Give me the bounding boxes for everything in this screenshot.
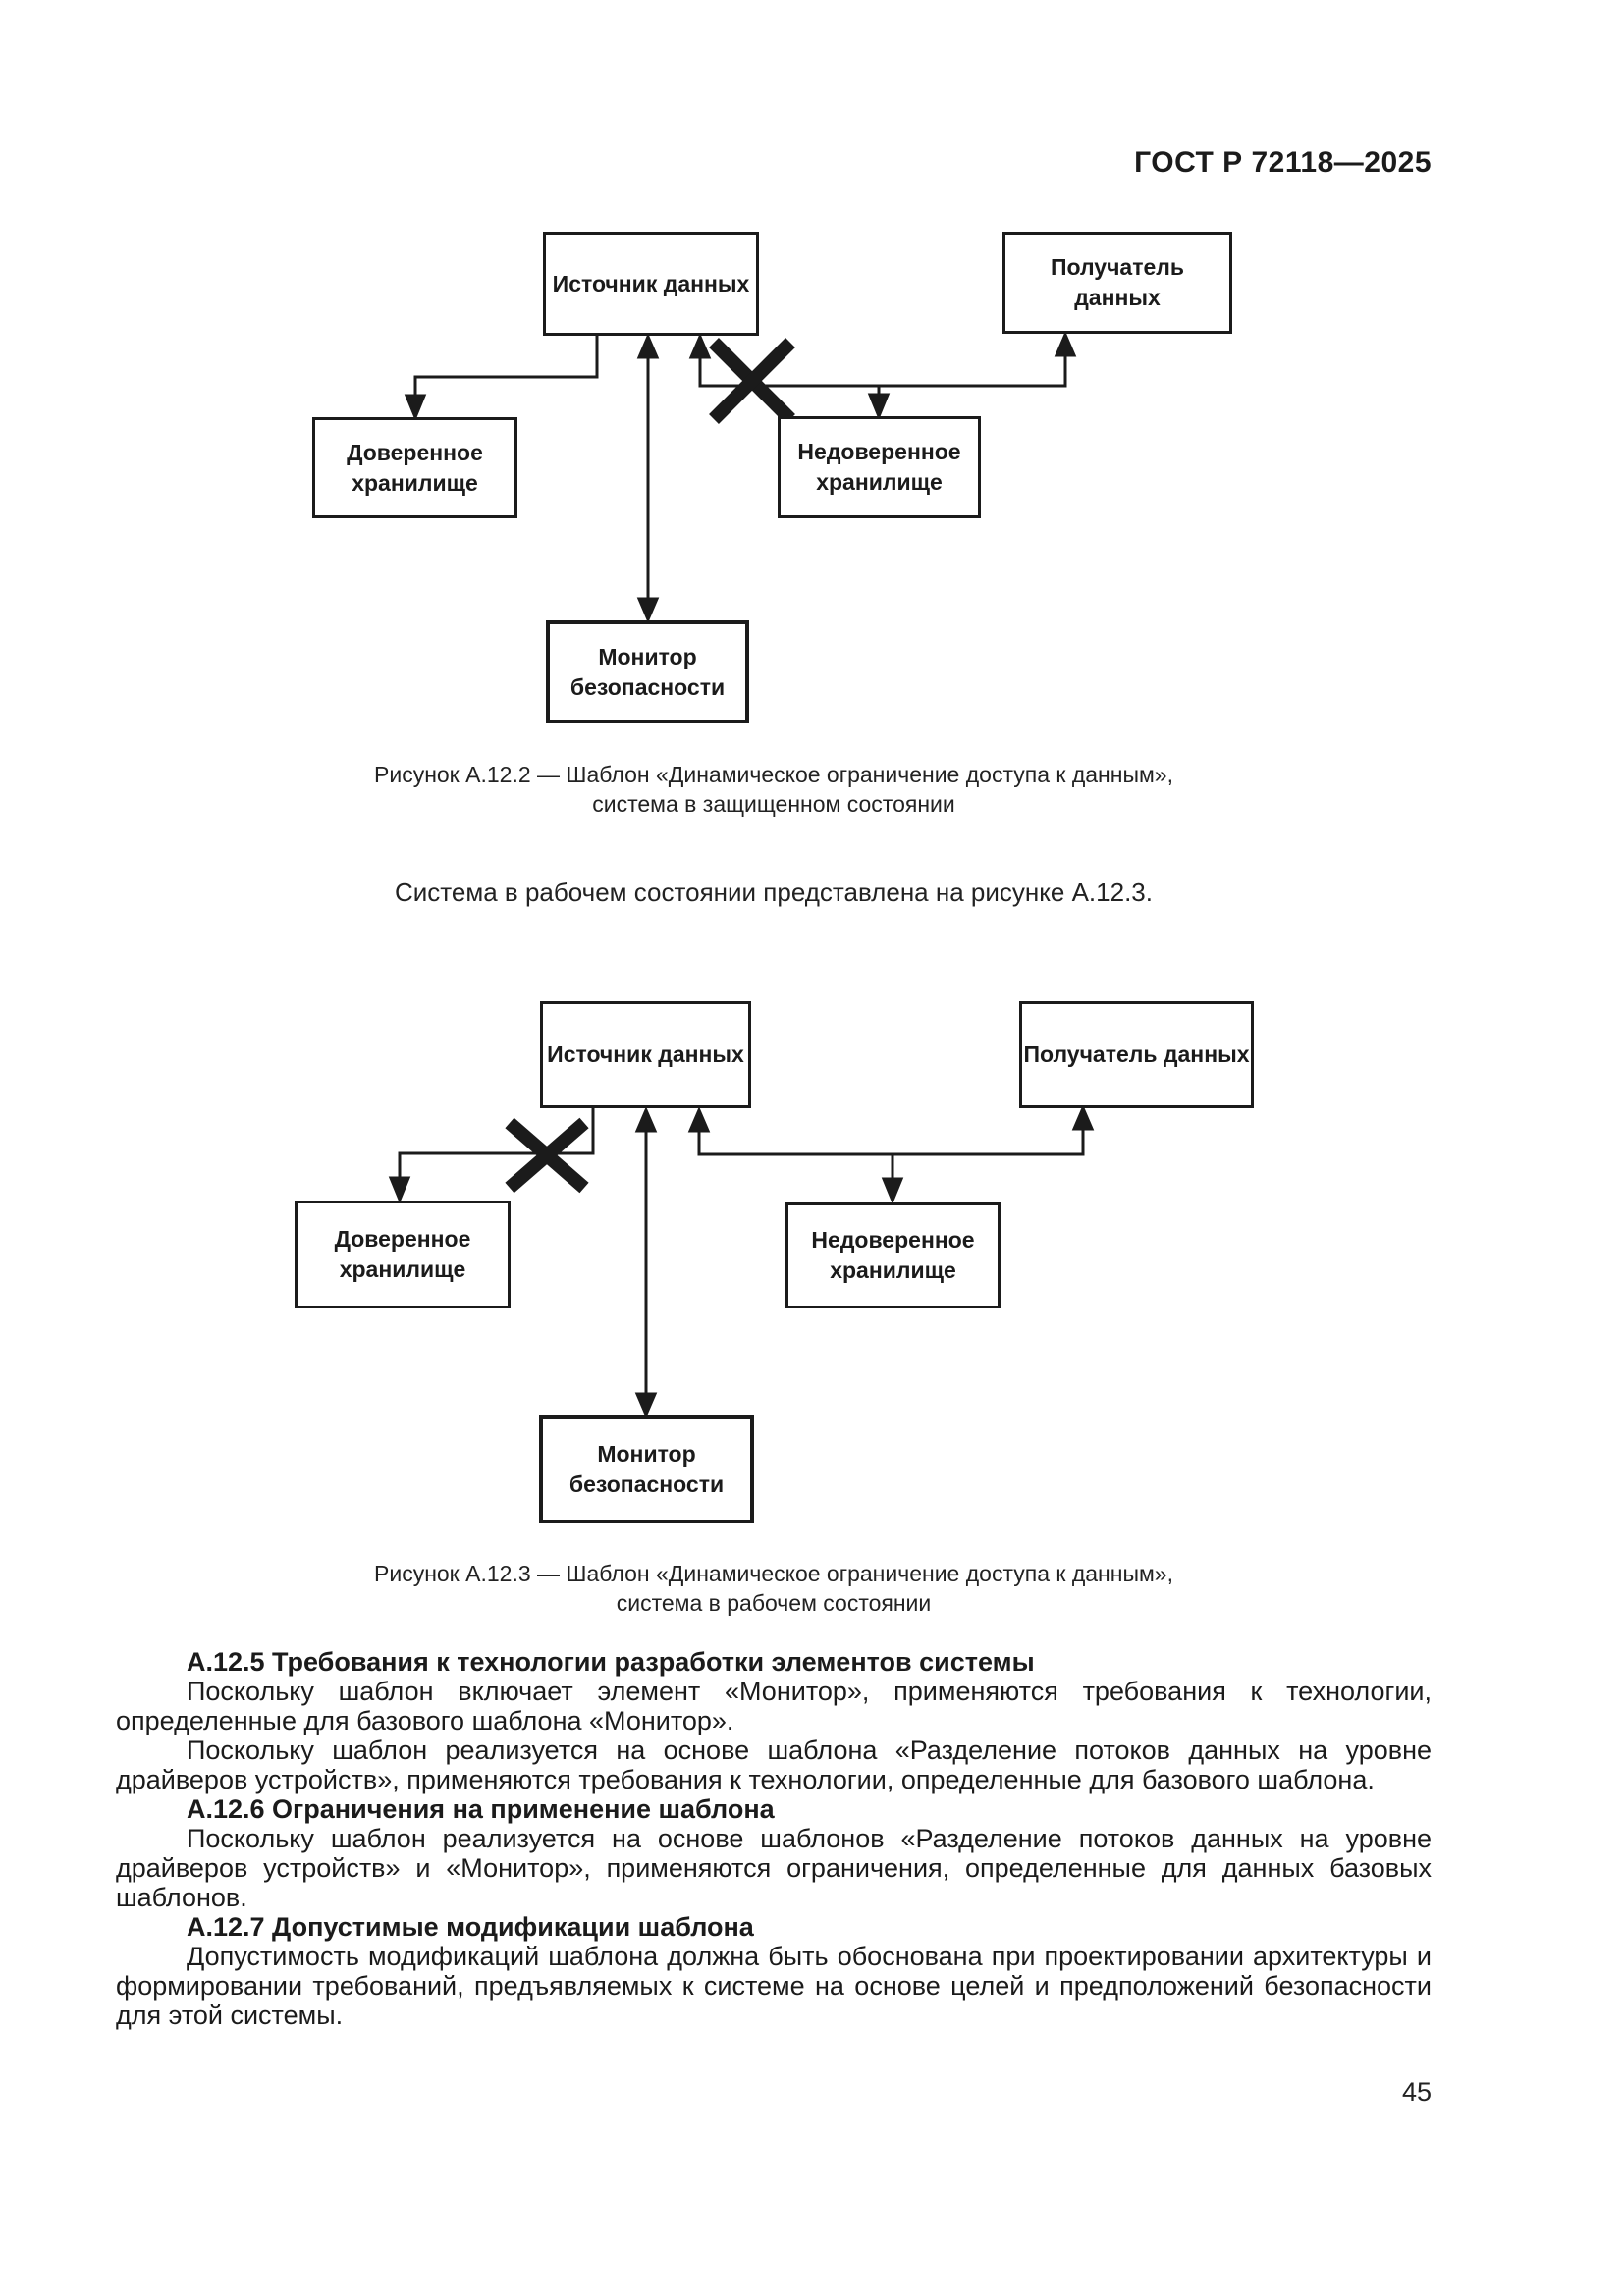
x-cross-mark (505, 1117, 589, 1194)
figure2-receiver-label: Получатель данных (1023, 1041, 1250, 1067)
figure2-untrusted-storage-box: Недоверенное хранилище (785, 1202, 1001, 1308)
figure1-caption: Рисунок А.12.2 — Шаблон «Динамическое ог… (374, 762, 1173, 817)
figure1-link-untrusted-bus (698, 355, 1067, 388)
figure1-security-monitor-label: Монитор безопасности (569, 643, 726, 700)
figure1-trusted-storage-box: Доверенное хранилище (312, 417, 517, 518)
figure2-connectors (388, 1104, 1095, 1418)
figure2-trusted-storage-label: Доверенное хранилище (334, 1226, 471, 1282)
arrowhead-up-icon (636, 333, 660, 359)
figure1-untrusted-storage-label: Недоверенное хранилище (797, 439, 961, 495)
figure2-receiver-box: Получатель данных (1019, 1001, 1254, 1108)
body-text: А.12.5 Требования к технологии разработк… (116, 1647, 1432, 2030)
figure1-receiver-box: Получатель данных (1002, 232, 1232, 334)
paragraph: Поскольку шаблон реализуется на основе ш… (116, 1824, 1432, 1912)
figure2-untrusted-storage-label: Недоверенное хранилище (811, 1227, 975, 1283)
figure1-source-box: Источник данных (543, 232, 759, 336)
figure1-link-source-trusted (413, 336, 599, 397)
paragraph: Поскольку шаблон реализуется на основе ш… (116, 1735, 1432, 1794)
figure2-link-untrusted-bus (697, 1130, 1085, 1156)
figure2-security-monitor-label: Монитор безопасности (568, 1441, 725, 1497)
figure2-link-source-trusted (398, 1108, 595, 1178)
section-heading-a127: А.12.7 Допустимые модификации шаблона (187, 1912, 754, 1942)
arrowhead-down-icon (388, 1176, 411, 1203)
arrowhead-up-icon (688, 333, 712, 359)
figure1-untrusted-storage-box: Недоверенное хранилище (778, 416, 981, 518)
arrowhead-up-icon (687, 1106, 711, 1133)
figure1-connectors (404, 331, 1077, 623)
arrowhead-down-icon (636, 597, 660, 623)
x-cross-mark (709, 338, 795, 424)
figure1-source-label: Источник данных (552, 270, 750, 296)
arrowhead-down-icon (404, 394, 427, 421)
figure2-trusted-storage-box: Доверенное хранилище (295, 1201, 511, 1308)
section-heading-a126: А.12.6 Ограничения на применение шаблона (187, 1794, 775, 1824)
arrowhead-up-icon (1071, 1104, 1095, 1131)
arrowhead-down-icon (867, 393, 891, 420)
intro-sentence: Система в рабочем состоянии представлена… (394, 878, 1153, 907)
figure2-caption: Рисунок А.12.3 — Шаблон «Динамическое ог… (374, 1561, 1173, 1616)
arrowhead-down-icon (881, 1177, 904, 1204)
figure1-trusted-storage-label: Доверенное хранилище (347, 439, 483, 496)
doc-number: ГОСТ Р 72118—2025 (1134, 146, 1432, 179)
section-heading-a125: А.12.5 Требования к технологии разработк… (187, 1647, 1035, 1677)
figure2-security-monitor-box: Монитор безопасности (539, 1415, 754, 1523)
figure1-security-monitor-box: Монитор безопасности (546, 620, 749, 723)
figure2-source-label: Источник данных (547, 1041, 744, 1067)
figure1-receiver-label: Получатель данных (1050, 254, 1185, 310)
figure2-source-box: Источник данных (540, 1001, 751, 1108)
paragraph: Допустимость модификаций шаблона должна … (116, 1942, 1432, 2030)
page-number: 45 (1401, 2077, 1432, 2107)
arrowhead-down-icon (634, 1392, 658, 1418)
arrowhead-up-icon (1054, 331, 1077, 357)
arrowhead-up-icon (634, 1106, 658, 1133)
paragraph: Поскольку шаблон включает элемент «Монит… (116, 1677, 1432, 1735)
